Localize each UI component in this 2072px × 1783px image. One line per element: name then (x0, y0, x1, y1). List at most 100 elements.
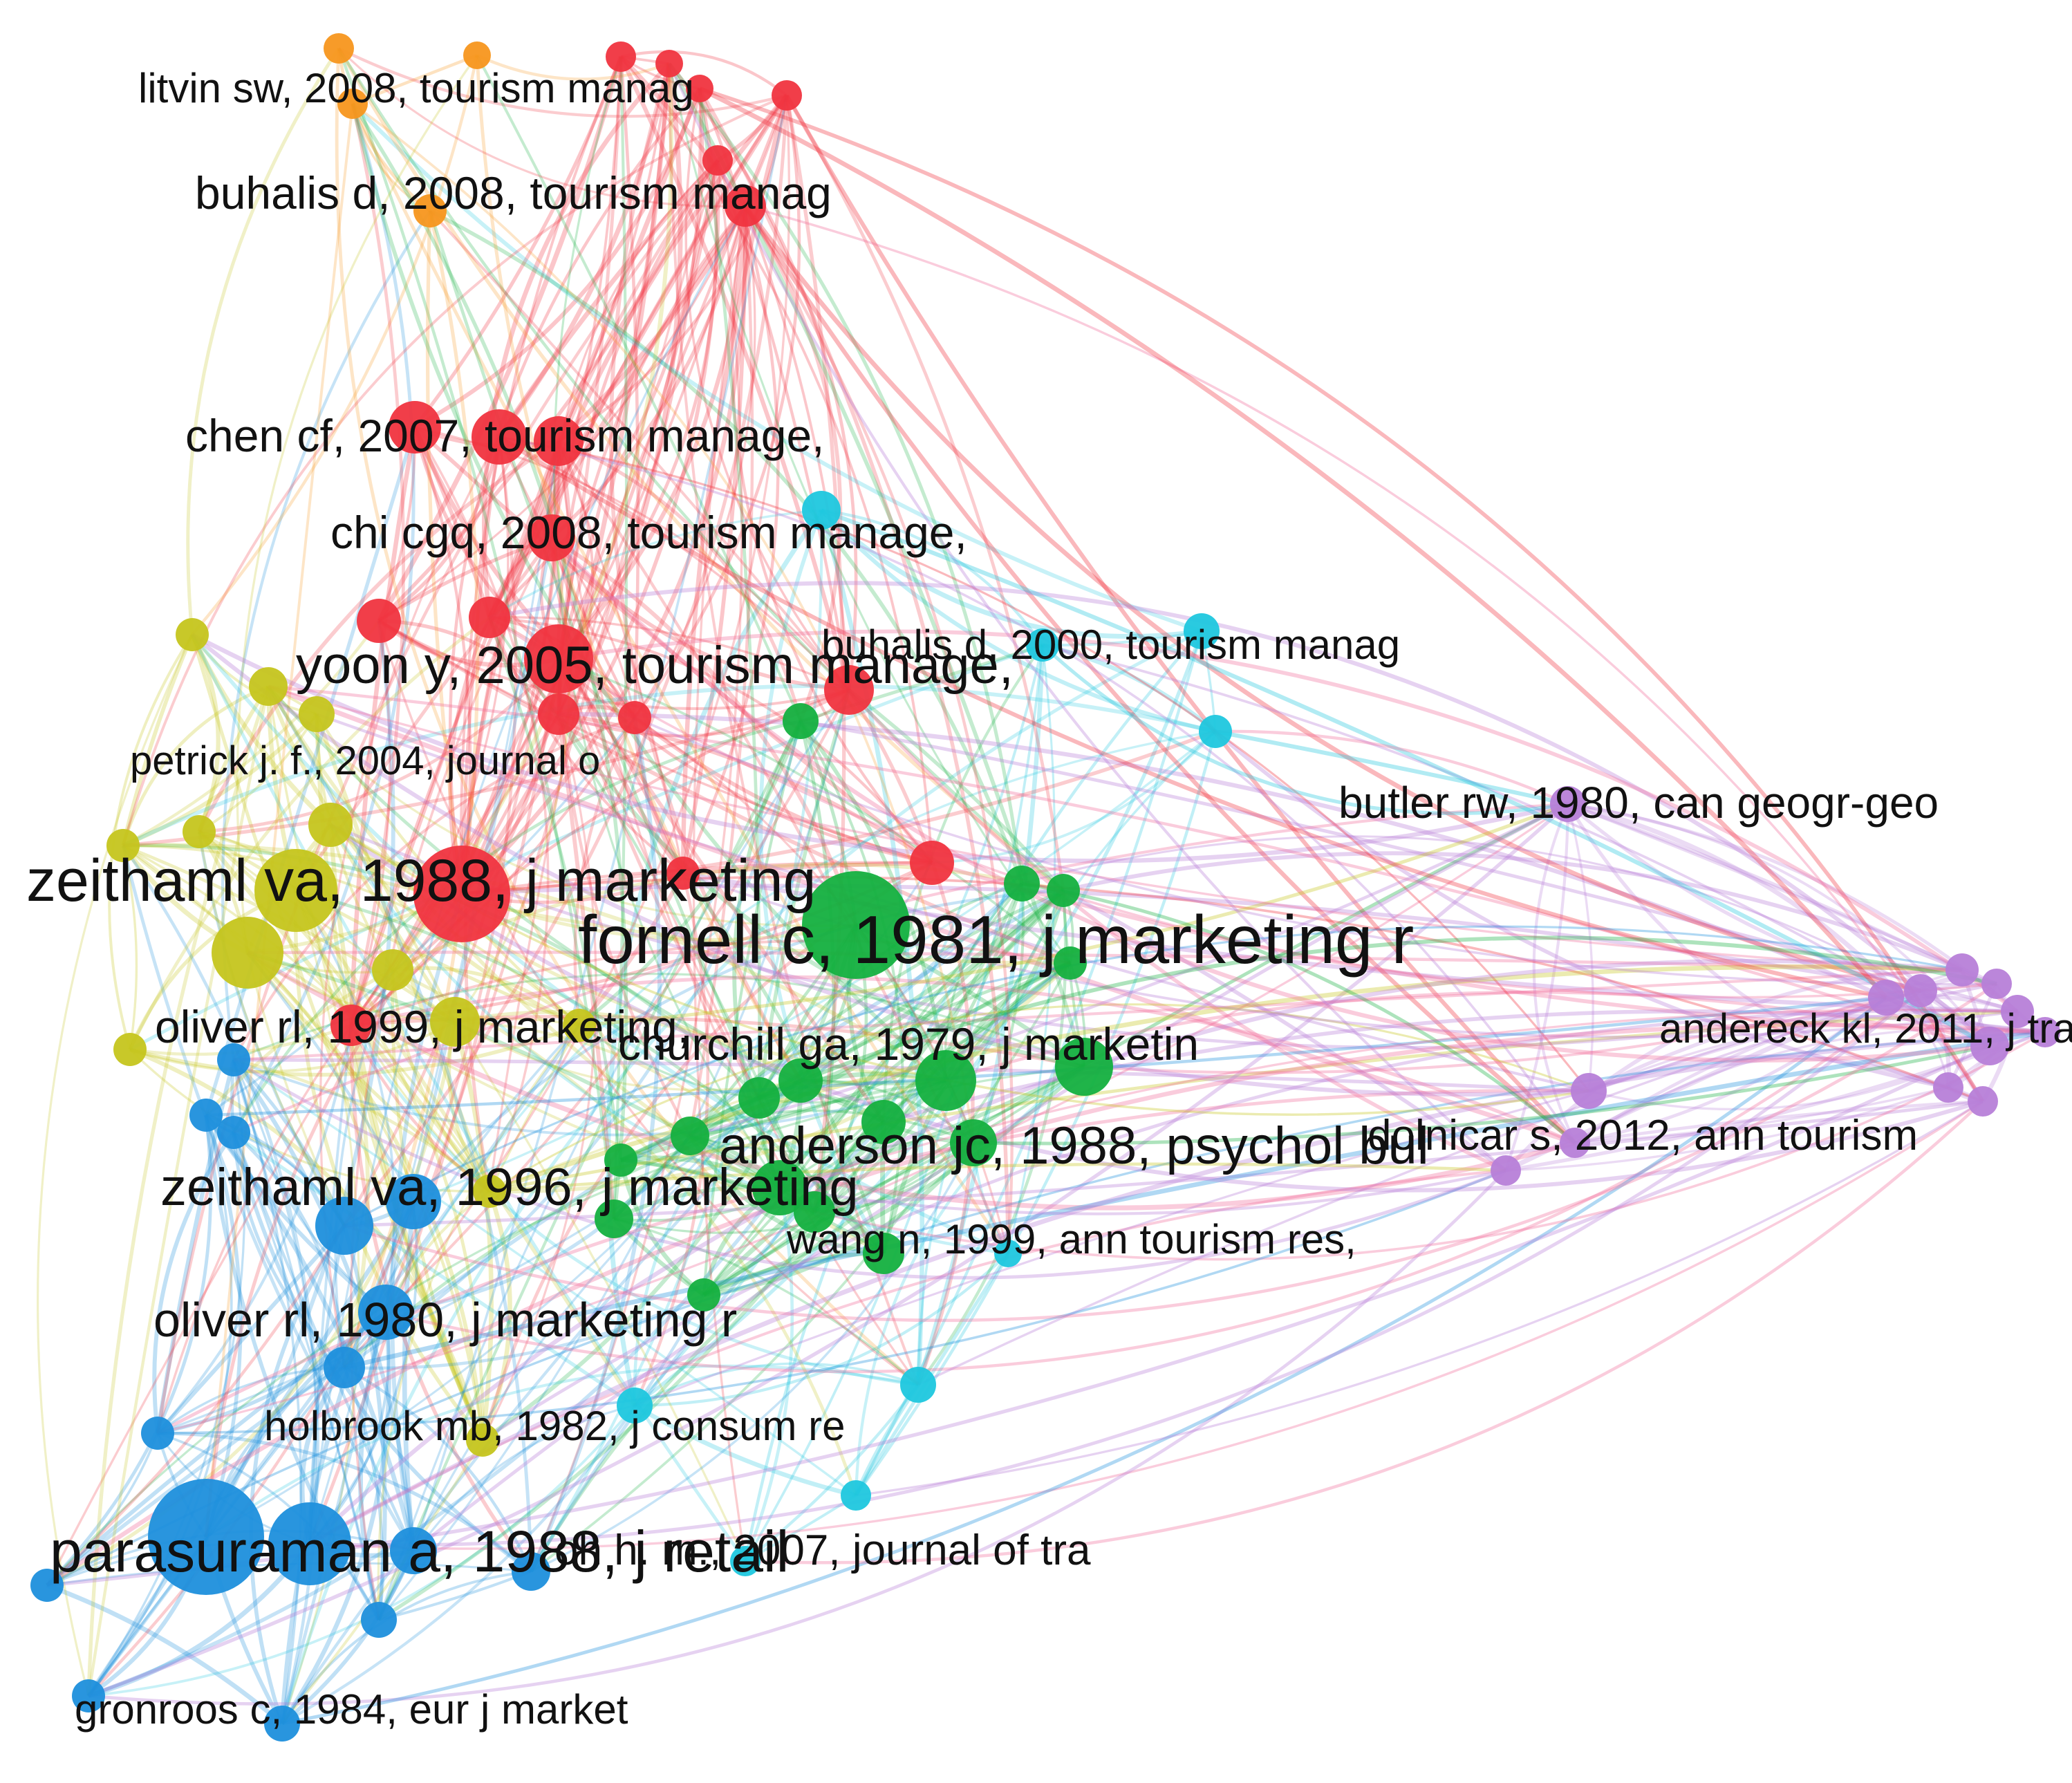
blue-node[interactable] (512, 1552, 550, 1591)
yellow-node[interactable] (113, 1033, 147, 1066)
blue-node[interactable] (361, 1602, 397, 1638)
blue-node[interactable] (315, 1197, 373, 1255)
red-node[interactable] (538, 693, 579, 735)
yellow-node[interactable] (212, 917, 283, 989)
yellow-node[interactable] (176, 618, 209, 651)
cyan-node[interactable] (730, 1546, 760, 1576)
citation-link (489, 1162, 1506, 1193)
green-node[interactable] (783, 703, 819, 739)
yellow-node[interactable] (473, 1175, 506, 1208)
cyan-node[interactable] (841, 1480, 871, 1511)
blue-node[interactable] (217, 1043, 250, 1076)
green-node[interactable] (802, 871, 910, 979)
citation-link (460, 160, 720, 895)
green-node[interactable] (863, 1233, 904, 1274)
purple-node[interactable] (1981, 969, 2012, 999)
blue-node[interactable] (72, 1679, 105, 1712)
cyan-node[interactable] (1199, 715, 1232, 748)
blue-node[interactable] (189, 1099, 223, 1132)
cyan-node[interactable] (994, 1240, 1022, 1267)
yellow-node[interactable] (299, 696, 335, 732)
green-node[interactable] (752, 1160, 808, 1215)
red-node[interactable] (686, 75, 713, 102)
red-node[interactable] (618, 701, 651, 734)
red-node[interactable] (655, 50, 683, 77)
blue-node[interactable] (358, 1285, 413, 1340)
blue-node[interactable] (217, 1116, 250, 1149)
red-node[interactable] (524, 624, 593, 693)
blue-node[interactable] (30, 1569, 64, 1602)
purple-node[interactable] (1868, 980, 1904, 1016)
purple-node[interactable] (1560, 1128, 1590, 1158)
red-node[interactable] (666, 857, 700, 890)
purple-node[interactable] (1491, 1155, 1521, 1186)
purple-node[interactable] (1933, 1072, 1963, 1103)
orange-node[interactable] (324, 33, 354, 64)
red-node[interactable] (702, 145, 733, 176)
yellow-node[interactable] (430, 997, 480, 1047)
green-node[interactable] (738, 1077, 780, 1119)
yellow-node[interactable] (183, 815, 216, 848)
cyan-node[interactable] (900, 1367, 936, 1403)
red-node[interactable] (330, 1005, 372, 1046)
purple-node[interactable] (1550, 786, 1586, 822)
cyan-node[interactable] (1184, 613, 1220, 649)
green-node[interactable] (1047, 874, 1080, 907)
citation-link (743, 630, 1203, 1562)
cyan-node[interactable] (617, 1388, 653, 1423)
purple-node[interactable] (1968, 1086, 1998, 1117)
green-node[interactable] (604, 1143, 637, 1177)
orange-node[interactable] (413, 194, 447, 227)
orange-node[interactable] (337, 88, 368, 119)
blue-node[interactable] (390, 1527, 437, 1574)
blue-node[interactable] (141, 1417, 174, 1450)
red-node[interactable] (725, 185, 766, 227)
green-node[interactable] (950, 1119, 997, 1166)
purple-node[interactable] (1970, 1027, 2009, 1065)
yellow-node[interactable] (254, 849, 337, 932)
green-node[interactable] (1055, 1038, 1113, 1096)
red-node[interactable] (357, 599, 401, 643)
purple-node[interactable] (1945, 953, 1979, 987)
blue-node[interactable] (268, 1502, 351, 1585)
citation-link (156, 1224, 346, 1435)
citation-link (1042, 630, 1202, 647)
green-node[interactable] (861, 1100, 906, 1144)
blue-node[interactable] (148, 1479, 264, 1595)
blue-node[interactable] (324, 1347, 365, 1388)
cyan-node[interactable] (802, 491, 841, 530)
yellow-node[interactable] (466, 1423, 499, 1457)
green-node[interactable] (915, 1050, 976, 1111)
purple-node[interactable] (1571, 1073, 1607, 1109)
purple-node[interactable] (1904, 974, 1937, 1007)
citation-link (246, 951, 1576, 1211)
red-node[interactable] (534, 416, 584, 466)
yellow-node[interactable] (372, 949, 413, 991)
green-node[interactable] (1004, 866, 1040, 902)
red-node[interactable] (389, 401, 441, 454)
red-node[interactable] (469, 597, 510, 638)
red-node[interactable] (772, 80, 802, 111)
orange-node[interactable] (463, 41, 491, 69)
red-node[interactable] (413, 846, 510, 942)
green-node[interactable] (595, 1199, 633, 1238)
green-node[interactable] (687, 1278, 720, 1311)
green-node[interactable] (778, 1058, 823, 1103)
yellow-node[interactable] (308, 803, 353, 847)
yellow-node[interactable] (563, 1009, 596, 1042)
red-node[interactable] (824, 665, 874, 715)
red-node[interactable] (472, 409, 527, 465)
purple-node[interactable] (2001, 995, 2034, 1028)
green-node[interactable] (794, 1191, 835, 1233)
blue-node[interactable] (264, 1706, 300, 1742)
red-node[interactable] (910, 841, 954, 885)
blue-node[interactable] (386, 1174, 441, 1229)
yellow-node[interactable] (249, 667, 288, 706)
green-node[interactable] (671, 1117, 709, 1155)
red-node[interactable] (606, 41, 636, 72)
red-node[interactable] (528, 514, 575, 561)
purple-node[interactable] (2030, 1017, 2060, 1047)
green-node[interactable] (1054, 946, 1087, 980)
cyan-node[interactable] (1026, 628, 1059, 662)
yellow-node[interactable] (106, 829, 140, 862)
